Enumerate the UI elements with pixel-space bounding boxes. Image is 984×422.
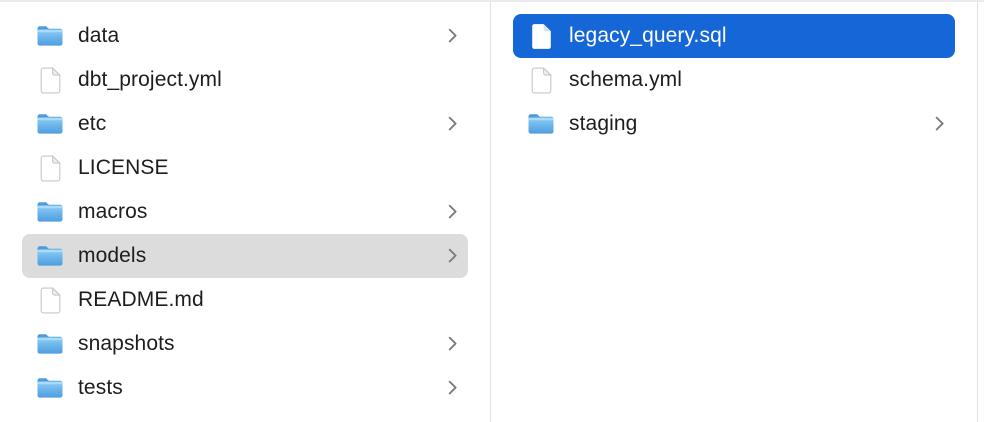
item-label: etc xyxy=(78,112,107,135)
item-label: dbt_project.yml xyxy=(78,68,222,91)
document-icon xyxy=(527,22,555,50)
item-label: macros xyxy=(78,200,148,223)
row-data[interactable]: data xyxy=(22,14,468,58)
item-label: schema.yml xyxy=(569,68,683,91)
folder-icon xyxy=(36,198,64,226)
document-icon xyxy=(36,66,64,94)
item-label: data xyxy=(78,24,120,47)
item-label: tests xyxy=(78,376,123,399)
row-license[interactable]: LICENSE xyxy=(22,146,468,190)
row-snapshots[interactable]: snapshots xyxy=(22,322,468,366)
item-label: legacy_query.sql xyxy=(569,24,727,47)
chevron-right-icon xyxy=(448,204,458,220)
column-project-root: data dbt_project.yml etc LICENSE macros … xyxy=(0,2,491,422)
column-next-sliver xyxy=(978,2,984,422)
column-models-contents: legacy_query.sql schema.yml staging xyxy=(491,2,978,422)
chevron-right-icon xyxy=(448,248,458,264)
row-dbt-project-yml[interactable]: dbt_project.yml xyxy=(22,58,468,102)
document-icon xyxy=(36,286,64,314)
chevron-right-icon xyxy=(448,380,458,396)
folder-icon xyxy=(36,110,64,138)
folder-icon xyxy=(36,374,64,402)
row-macros[interactable]: macros xyxy=(22,190,468,234)
row-tests[interactable]: tests xyxy=(22,366,468,410)
chevron-right-icon xyxy=(448,28,458,44)
folder-icon xyxy=(36,22,64,50)
folder-icon xyxy=(36,330,64,358)
row-readme-md[interactable]: README.md xyxy=(22,278,468,322)
row-schema-yml[interactable]: schema.yml xyxy=(513,58,955,102)
row-legacy-query-sql-selected[interactable]: legacy_query.sql xyxy=(513,14,955,58)
item-label: LICENSE xyxy=(78,156,169,179)
row-etc[interactable]: etc xyxy=(22,102,468,146)
chevron-right-icon xyxy=(448,116,458,132)
chevron-right-icon xyxy=(448,336,458,352)
item-label: staging xyxy=(569,112,638,135)
folder-icon xyxy=(36,242,64,270)
document-icon xyxy=(36,154,64,182)
row-models-selected[interactable]: models xyxy=(22,234,468,278)
row-staging[interactable]: staging xyxy=(513,102,955,146)
folder-icon xyxy=(527,110,555,138)
document-icon xyxy=(527,66,555,94)
item-label: models xyxy=(78,244,147,267)
chevron-right-icon xyxy=(935,116,945,132)
item-label: README.md xyxy=(78,288,204,311)
item-label: snapshots xyxy=(78,332,175,355)
